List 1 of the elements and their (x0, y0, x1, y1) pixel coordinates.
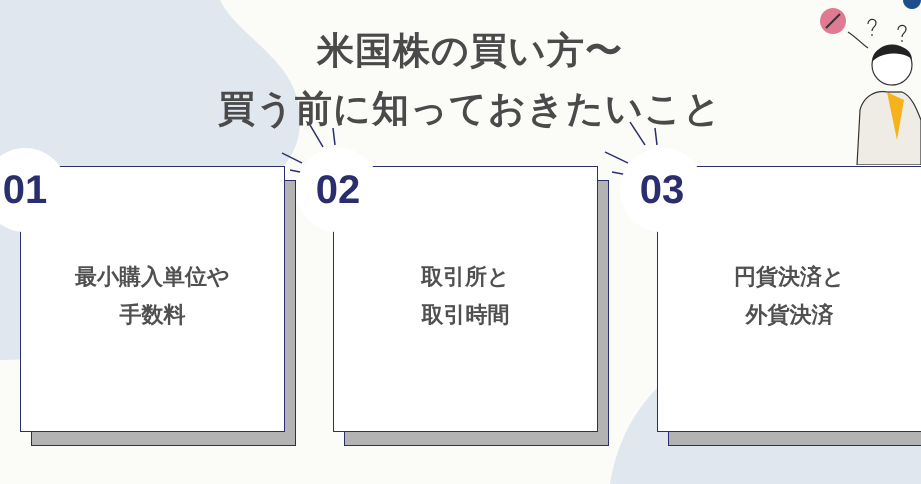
title: 米国株の買い方〜買う前に知っておきたいこと (217, 28, 723, 132)
